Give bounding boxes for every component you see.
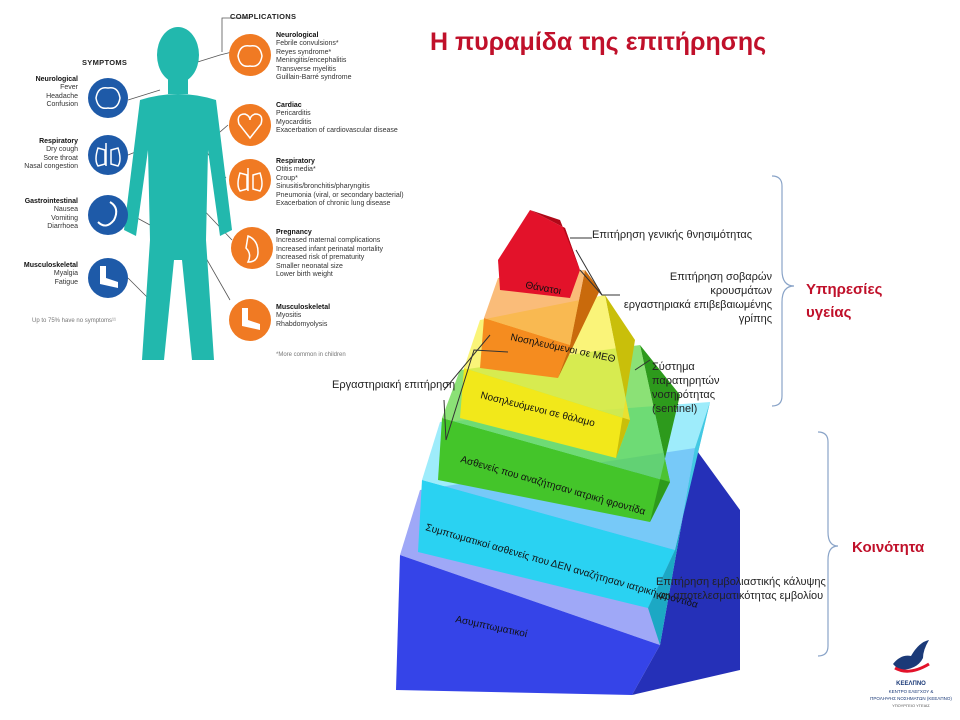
stomach-icon bbox=[88, 195, 128, 235]
complication-block-pregnancy: Pregnancy Increased maternal complicatio… bbox=[276, 229, 383, 279]
symptom-block-respiratory: Respiratory Dry cough Sore throat Nasal … bbox=[24, 138, 78, 171]
lungs-icon bbox=[88, 135, 128, 175]
heart-icon bbox=[229, 104, 271, 146]
surveillance-pyramid: Θάνατοι Νοσηλευόμενοι σε ΜΕΘ Νοσηλευόμεν… bbox=[396, 210, 740, 695]
grouping-brackets bbox=[771, 175, 839, 657]
label-health-services: Υπηρεσίες υγείας bbox=[806, 281, 883, 321]
label-community: Κοινότητα bbox=[852, 539, 925, 556]
complication-block-musculoskeletal: Musculoskeletal Myositis Rhabdomyolysis bbox=[276, 304, 331, 328]
callout-leaders bbox=[443, 237, 651, 441]
keelpno-logo: ΚΕΕΛΠΝΟ ΚΕΝΤΡΟ ΕΛΕΓΧΟΥ & ΠΡΟΛΗΨΗΣ ΝΟΣΗΜΑ… bbox=[866, 636, 956, 716]
brain-complication-icon bbox=[229, 34, 271, 76]
callout-vaccine: Επιτήρηση εμβολιαστικής κάλυψης και αποτ… bbox=[656, 576, 826, 602]
brain-icon bbox=[88, 78, 128, 118]
bracket-community bbox=[817, 431, 839, 657]
symptom-block-neurological: Neurological Fever Headache Confusion bbox=[35, 76, 78, 109]
symptoms-footnote: Up to 75% have no symptoms¹¹ bbox=[32, 318, 117, 324]
logo-name-line2: ΠΡΟΛΗΨΗΣ ΝΟΣΗΜΑΤΩΝ (ΚΕΕΛΠΝΟ) bbox=[870, 695, 952, 701]
complications-heading: COMPLICATIONS bbox=[230, 12, 297, 21]
foot-complication-icon bbox=[229, 299, 271, 341]
infographic-graphics bbox=[88, 17, 273, 360]
logo-abbr: ΚΕΕΛΠΝΟ bbox=[896, 681, 926, 687]
complication-block-cardiac: Cardiac Pericarditis Myocarditis Exacerb… bbox=[276, 102, 398, 135]
influenza-infographic: SYMPTOMS COMPLICATIONS Neurological Feve… bbox=[0, 0, 410, 365]
logo-ministry: ΥΠΟΥΡΓΕΙΟ ΥΓΕΙΑΣ bbox=[892, 703, 930, 708]
keelpno-bird-icon bbox=[893, 640, 930, 673]
logo-name-line1: ΚΕΝΤΡΟ ΕΛΕΓΧΟΥ & bbox=[888, 689, 934, 694]
slide-title: Η πυραμίδα της επιτήρησης bbox=[430, 28, 767, 56]
human-body-icon bbox=[124, 27, 232, 360]
symptom-block-musculoskeletal: Musculoskeletal Myalgia Fatigue bbox=[23, 262, 78, 286]
callout-lab-surveillance: Εργαστηριακή επιτήρηση bbox=[332, 379, 456, 391]
complication-block-neurological: Neurological Febrile convulsions* Reyes … bbox=[276, 32, 352, 82]
lungs-complication-icon bbox=[229, 159, 271, 201]
foot-icon bbox=[88, 258, 128, 298]
complications-footnote: *More common in children bbox=[276, 352, 346, 358]
symptoms-heading: SYMPTOMS bbox=[82, 58, 128, 67]
bracket-health-services bbox=[771, 175, 795, 407]
callout-mortality: Επιτήρηση γενικής θνησιμότητας bbox=[592, 229, 753, 241]
pregnancy-icon bbox=[231, 227, 273, 269]
symptom-block-gastrointestinal: Gastrointestinal Nausea Vomiting Diarrho… bbox=[24, 198, 78, 231]
complication-block-respiratory: Respiratory Otitis media* Croup* Sinusit… bbox=[276, 158, 404, 208]
callout-severe-cases: Επιτήρηση σοβαρών κρουσμάτων εργαστηριακ… bbox=[623, 271, 772, 325]
callout-sentinel: Σύστημα παρατηρητών νοσηρότητας (sentine… bbox=[652, 361, 720, 415]
pyramid-level-red bbox=[498, 210, 580, 298]
symptom-icons bbox=[88, 78, 128, 298]
complication-icons bbox=[229, 34, 273, 341]
